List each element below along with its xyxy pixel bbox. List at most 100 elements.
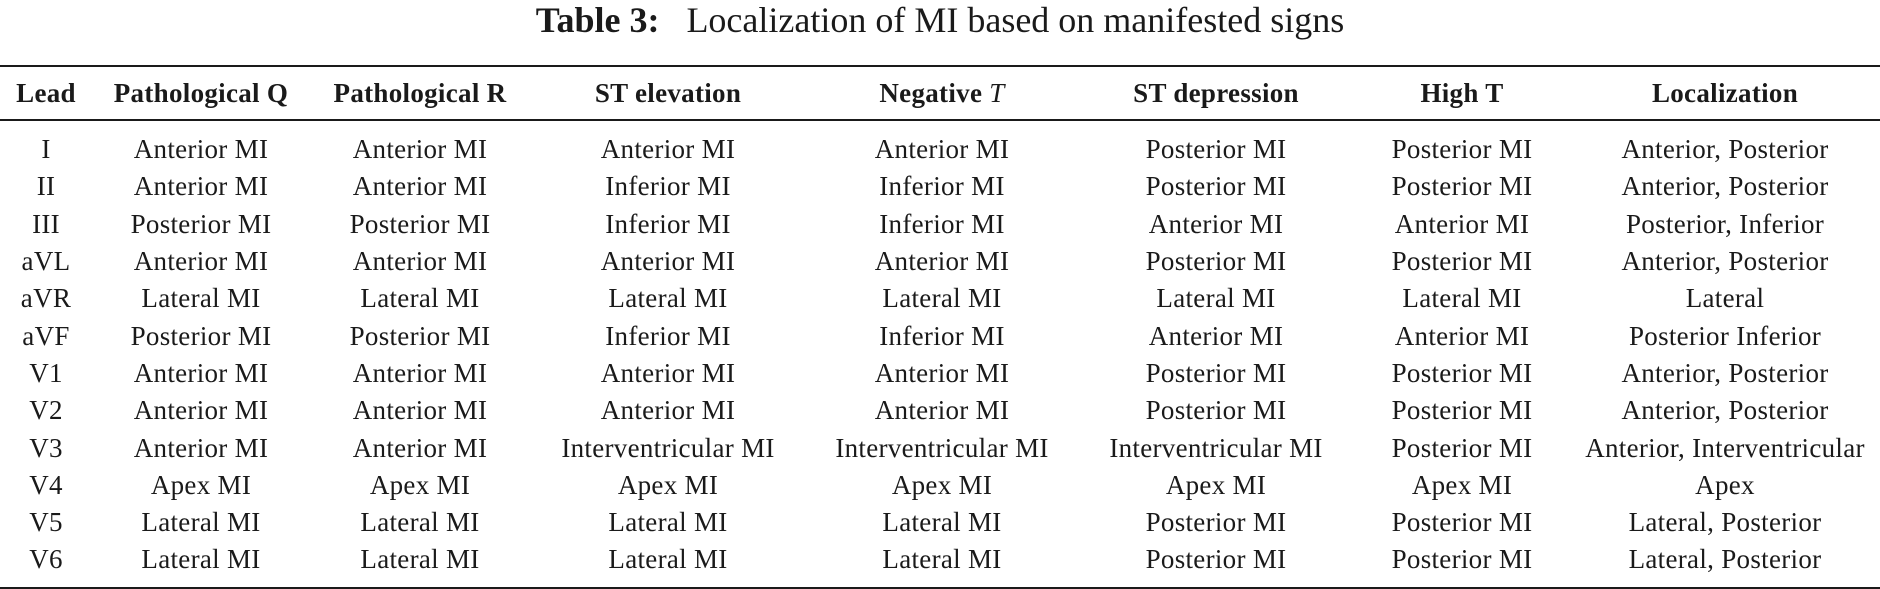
cell-lead: V4 (29, 469, 63, 500)
cell-high-t: Anterior MI (1394, 208, 1530, 239)
cell-st-depression: Posterior MI (1145, 134, 1287, 165)
table-row: V1 Anterior MI Anterior MI Anterior MI Anter… (0, 355, 1880, 392)
cell-pathological-q: Lateral MI (92, 541, 310, 589)
cell-high-t: Lateral MI (1402, 283, 1522, 314)
cell-pathological-q: Lateral MI (141, 283, 261, 314)
mi-localization-table: Lead Pathological Q Pathological R ST el… (0, 65, 1880, 589)
cell-pathological-r: Anterior MI (352, 246, 488, 277)
cell-st-elevation: Anterior MI (600, 357, 736, 388)
header-negative-t: Negative T (806, 65, 1078, 121)
cell-st-depression: Apex MI (1165, 469, 1267, 500)
cell-st-elevation: Lateral MI (608, 507, 728, 538)
cell-negative-t: Anterior MI (874, 357, 1010, 388)
cell-st-depression: Posterior MI (1078, 541, 1354, 589)
table-body: I Anterior MI Anterior MI Anterior MI Anteri… (0, 120, 1880, 589)
cell-localization: Lateral (1685, 283, 1765, 314)
cell-st-elevation: Lateral MI (608, 283, 728, 314)
cell-st-elevation: Anterior MI (600, 395, 736, 426)
cell-pathological-q: Anterior MI (133, 395, 269, 426)
cell-pathological-r: Anterior MI (352, 395, 488, 426)
cell-pathological-q: Posterior MI (130, 208, 272, 239)
header-lead: Lead (0, 65, 92, 121)
cell-st-depression: Posterior MI (1145, 395, 1287, 426)
cell-localization: Anterior, Posterior (1621, 357, 1829, 388)
cell-negative-t: Anterior MI (874, 246, 1010, 277)
cell-localization: Posterior, Inferior (1625, 208, 1825, 239)
cell-st-elevation: Inferior MI (605, 171, 731, 202)
cell-lead: V3 (29, 432, 63, 463)
cell-lead: aVF (22, 320, 70, 351)
cell-lead: aVR (20, 283, 72, 314)
cell-localization: Anterior, Posterior (1621, 395, 1829, 426)
cell-high-t: Posterior MI (1391, 246, 1533, 277)
table-row: V4 Apex MI Apex MI Apex MI Apex MI Apex MI Ape… (0, 467, 1880, 504)
cell-negative-t: Lateral MI (882, 283, 1002, 314)
header-st-depression: ST depression (1078, 65, 1354, 121)
cell-st-elevation: Apex MI (617, 469, 719, 500)
cell-pathological-q: Anterior MI (133, 171, 269, 202)
cell-pathological-q: Posterior MI (130, 320, 272, 351)
cell-high-t: Posterior MI (1354, 541, 1570, 589)
cell-localization: Anterior, Interventricular (1585, 432, 1865, 463)
cell-pathological-r: Anterior MI (352, 432, 488, 463)
cell-lead: V1 (29, 357, 63, 388)
cell-pathological-q: Lateral MI (141, 507, 261, 538)
cell-pathological-r: Apex MI (369, 469, 471, 500)
caption-title: Localization of MI based on manifested s… (686, 0, 1345, 40)
cell-pathological-r: Posterior MI (349, 320, 491, 351)
header-localization: Localization (1570, 65, 1880, 121)
cell-st-depression: Anterior MI (1148, 320, 1284, 351)
cell-high-t: Apex MI (1411, 469, 1513, 500)
table-row: aVF Posterior MI Posterior MI Inferior MI In… (0, 317, 1880, 354)
cell-localization: Lateral, Posterior (1628, 507, 1822, 538)
cell-lead: V5 (29, 507, 63, 538)
cell-high-t: Posterior MI (1391, 395, 1533, 426)
header-pathological-q: Pathological Q (92, 65, 310, 121)
cell-st-depression: Posterior MI (1145, 246, 1287, 277)
cell-pathological-q: Anterior MI (133, 432, 269, 463)
cell-localization: Apex (1695, 469, 1755, 500)
cell-negative-t: Apex MI (891, 469, 993, 500)
cell-st-elevation: Anterior MI (600, 246, 736, 277)
cell-lead: III (32, 208, 60, 239)
cell-localization: Anterior, Posterior (1621, 134, 1829, 165)
table-row: aVR Lateral MI Lateral MI Lateral MI Lateral… (0, 280, 1880, 317)
cell-negative-t: Inferior MI (879, 208, 1005, 239)
cell-pathological-r: Anterior MI (352, 357, 488, 388)
cell-localization: Lateral, Posterior (1570, 541, 1880, 589)
cell-st-elevation: Inferior MI (605, 320, 731, 351)
table-row: V3 Anterior MI Anterior MI Interventricular… (0, 429, 1880, 466)
cell-high-t: Posterior MI (1391, 134, 1533, 165)
cell-pathological-q: Anterior MI (133, 357, 269, 388)
cell-pathological-r: Lateral MI (310, 541, 530, 589)
cell-high-t: Posterior MI (1391, 432, 1533, 463)
header-negative-t-var: T (989, 77, 1005, 108)
header-high-t: High T (1354, 65, 1570, 121)
cell-negative-t: Inferior MI (879, 171, 1005, 202)
cell-localization: Anterior, Posterior (1621, 171, 1829, 202)
cell-negative-t: Interventricular MI (835, 432, 1049, 463)
cell-st-depression: Anterior MI (1148, 208, 1284, 239)
cell-negative-t: Inferior MI (879, 320, 1005, 351)
cell-pathological-q: Apex MI (150, 469, 252, 500)
header-negative-t-prefix: Negative (879, 77, 983, 108)
cell-lead: I (41, 134, 51, 165)
cell-localization: Anterior, Posterior (1621, 246, 1829, 277)
cell-pathological-r: Posterior MI (349, 208, 491, 239)
cell-high-t: Posterior MI (1391, 357, 1533, 388)
table-header-row: Lead Pathological Q Pathological R ST el… (0, 65, 1880, 121)
cell-st-elevation: Anterior MI (600, 134, 736, 165)
cell-lead: II (36, 171, 56, 202)
cell-pathological-q: Anterior MI (133, 246, 269, 277)
cell-st-depression: Posterior MI (1145, 507, 1287, 538)
cell-lead: V6 (0, 541, 92, 589)
cell-negative-t: Lateral MI (882, 507, 1002, 538)
